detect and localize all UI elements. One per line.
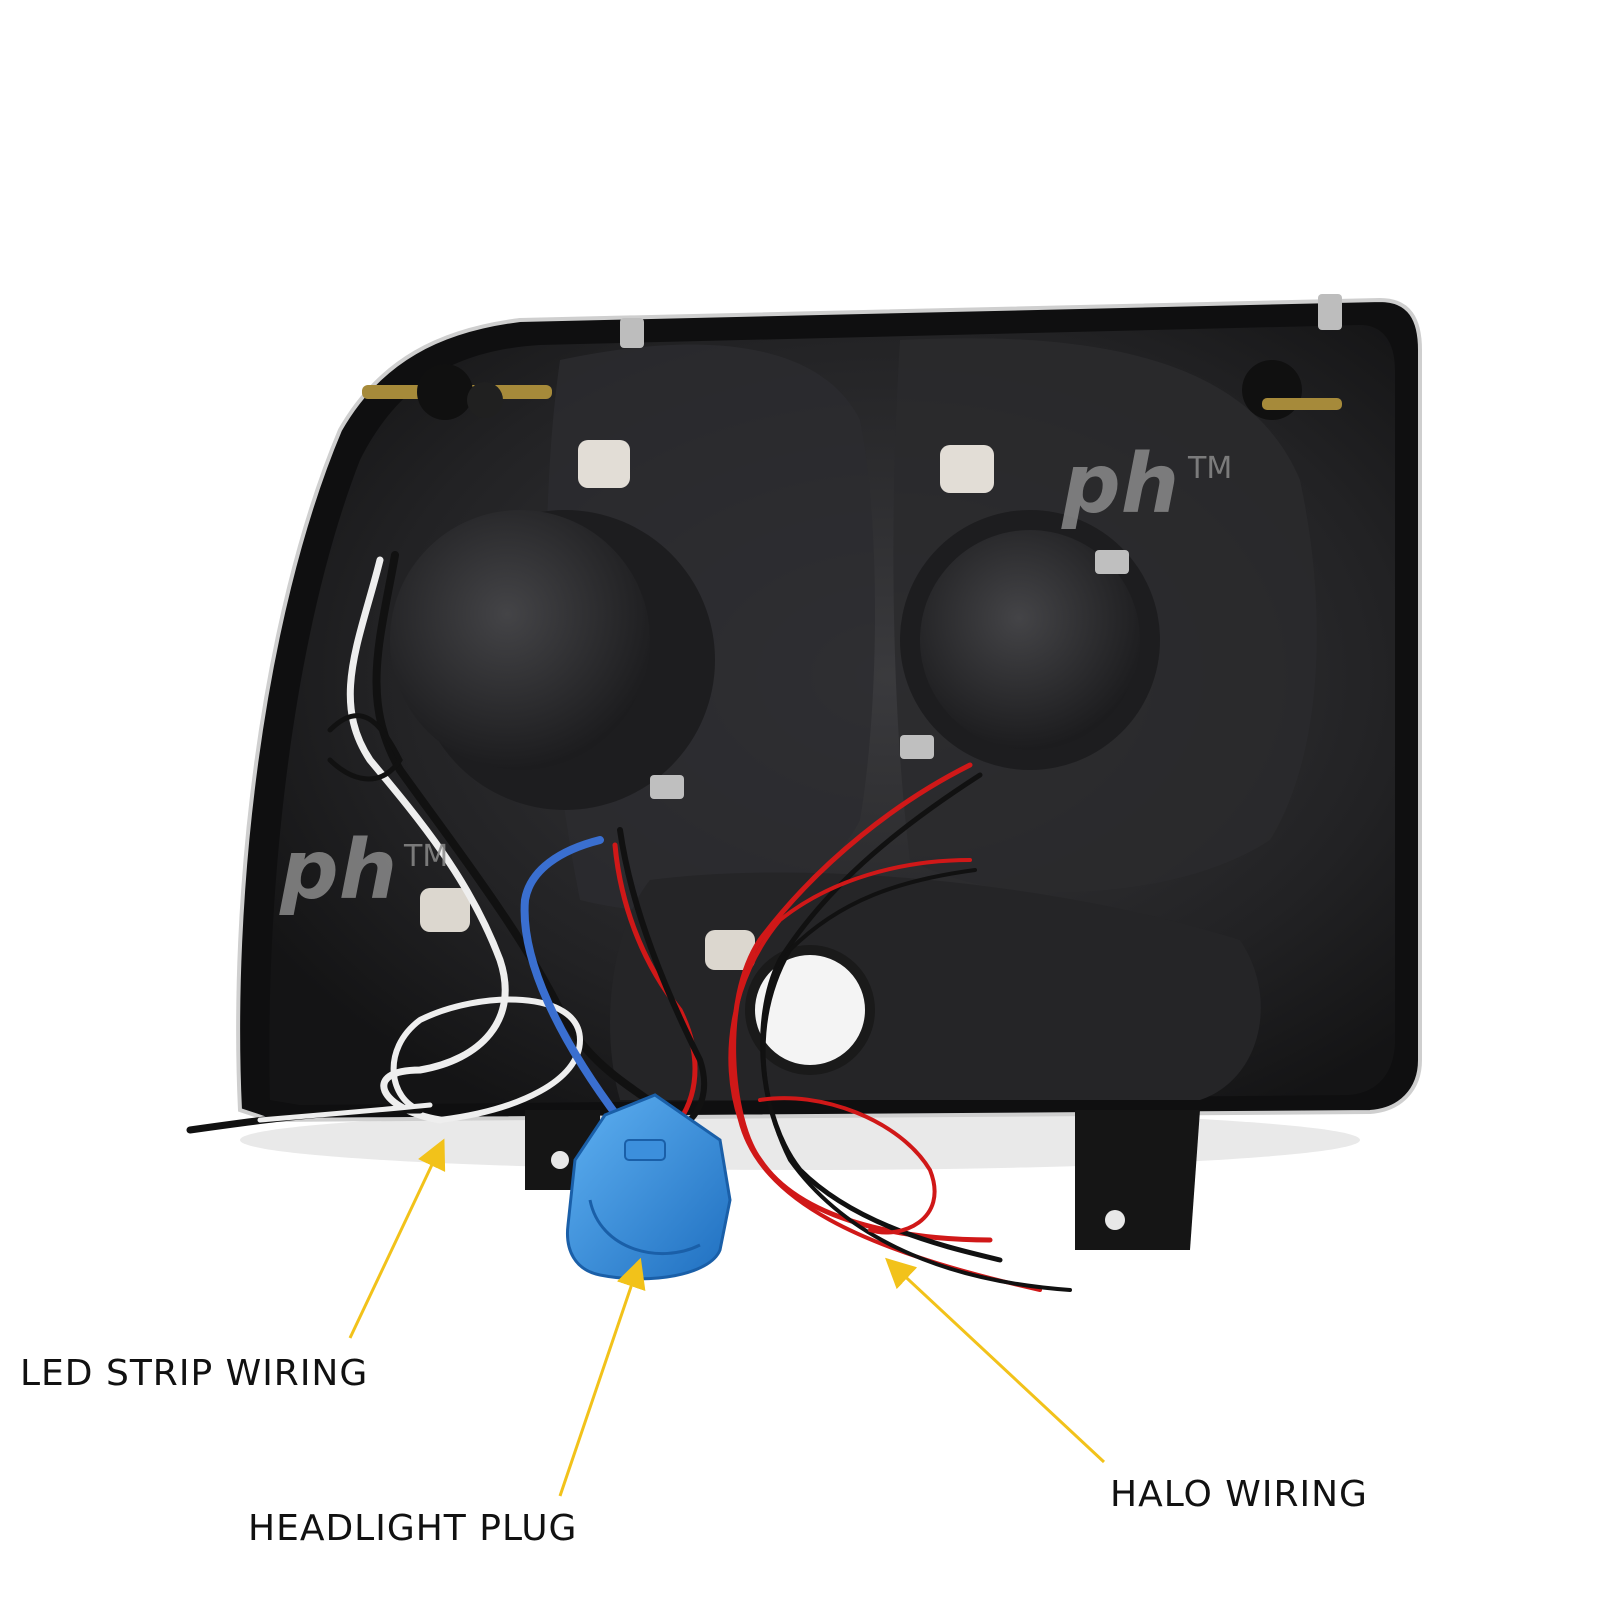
watermark-mark: TM	[403, 839, 448, 874]
halo-hole-ring	[745, 945, 875, 1075]
halo-hole	[750, 950, 870, 1070]
led-strip-wiring	[186, 551, 664, 1134]
stud	[420, 888, 470, 932]
watermark-left: ph TM	[279, 823, 448, 918]
watermark-mark: TM	[1187, 451, 1232, 486]
top-clip-left	[620, 318, 644, 348]
halo-wiring-label: HALO WIRING	[1110, 1474, 1368, 1515]
adjuster-left	[362, 364, 552, 420]
arrow-led-strip	[348, 1138, 446, 1339]
mount-hole	[1105, 1210, 1125, 1230]
high-beam-dust-cap	[900, 510, 1160, 770]
low-beam-dust-cap	[390, 510, 715, 810]
arrow-headlight-plug	[558, 1257, 646, 1497]
headlight-plug-wiring	[520, 827, 708, 1124]
stud	[705, 930, 755, 970]
top-clip-right	[1318, 294, 1342, 330]
watermark-brand: ph	[279, 823, 397, 918]
mount-hole	[551, 1151, 569, 1169]
watermark-top-right: ph TM	[1061, 437, 1232, 532]
halo-wiring	[728, 762, 1072, 1292]
arrow-halo	[885, 1257, 1106, 1464]
watermark-brand: ph	[1061, 437, 1179, 532]
mount-tab-right	[1075, 1110, 1200, 1250]
headlight-plug-label: HEADLIGHT PLUG	[248, 1508, 578, 1549]
stud	[940, 445, 994, 493]
led-strip-wiring-label: LED STRIP WIRING	[20, 1353, 369, 1394]
adjuster-right	[1242, 360, 1342, 420]
stud	[578, 440, 630, 488]
bolts	[650, 550, 1129, 799]
